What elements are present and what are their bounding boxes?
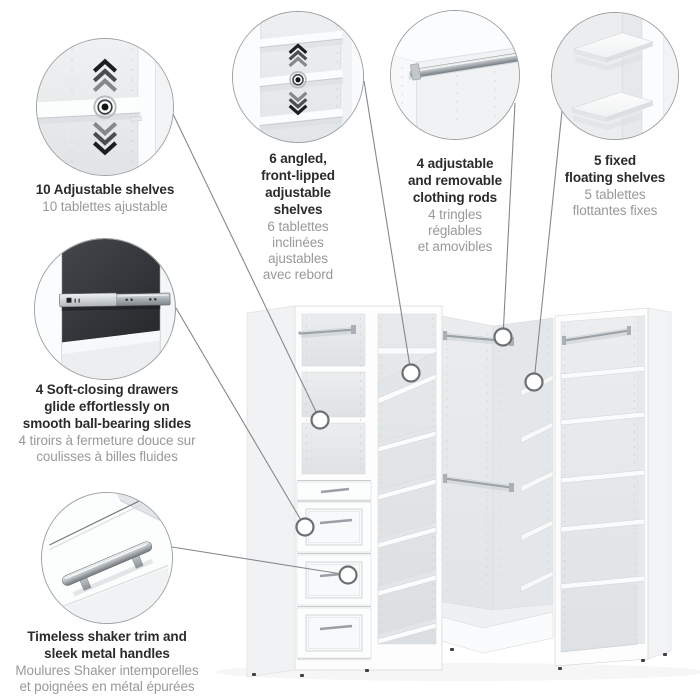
anchor-dot <box>401 363 421 383</box>
right-tower <box>554 307 672 667</box>
clothing-rod <box>562 326 631 345</box>
ball-bearing-slide <box>59 292 171 311</box>
floating-shelf <box>571 91 654 130</box>
callout-photo-drawer-slide <box>34 238 176 380</box>
leader-line <box>363 80 412 374</box>
callout-subtitle: 10 tablettes ajustable <box>42 199 168 214</box>
callout-title: 5 fixed floating shelves <box>564 153 666 185</box>
callout-photo-handle <box>41 492 173 624</box>
callout-caption-shaker-handles: Timeless shaker trim and sleek metal han… <box>0 628 217 695</box>
anchor-dot <box>493 327 513 347</box>
leader-line <box>171 546 349 576</box>
callout-title: 4 Soft-closing drawers glide effortlessl… <box>22 382 192 431</box>
clothing-rod <box>443 474 514 492</box>
chevrons-down-icon <box>288 91 308 116</box>
callout-subtitle: 4 tiroirs à fermeture douce sur coulisse… <box>18 433 196 464</box>
corner-unit <box>441 315 554 654</box>
floating-corner-shelves <box>520 374 554 593</box>
drawer-bank <box>296 480 372 660</box>
callout-photo-adjustable-shelves <box>36 38 174 176</box>
bullseye-icon <box>289 71 307 89</box>
callout-caption-clothing-rods: 4 adjustable and removable clothing rods… <box>370 155 540 255</box>
callout-photo-floating-shelves <box>551 12 679 140</box>
leader-lines <box>171 80 563 576</box>
anchor-dot <box>310 410 330 430</box>
callout-caption-angled-shelves: 6 angled, front-lipped adjustable shelve… <box>223 150 373 283</box>
angled-shelf <box>258 108 344 132</box>
chevrons-up-icon <box>288 43 308 68</box>
callout-caption-adjustable-shelves: 10 Adjustable shelves 10 tablettes ajust… <box>0 181 210 215</box>
callout-subtitle: 4 tringles réglables et amovibles <box>417 207 493 254</box>
callout-title: 4 adjustable and removable clothing rods <box>408 156 502 205</box>
anchor-dot <box>338 565 358 585</box>
callout-photo-angled-shelves <box>232 11 364 143</box>
right-tower-shelves <box>560 365 646 590</box>
chevrons-down-icon <box>92 122 118 156</box>
leader-line <box>533 110 563 383</box>
callout-subtitle: 5 tablettes flottantes fixes <box>572 187 658 218</box>
callout-title: 6 angled, front-lipped adjustable shelve… <box>261 151 335 217</box>
chevrons-up-icon <box>92 58 118 92</box>
floating-shelf <box>572 32 654 71</box>
callout-title: 10 Adjustable shelves <box>35 182 175 197</box>
callout-subtitle: Moulures Shaker intemporelles et poignée… <box>15 663 199 694</box>
clothing-rod <box>408 52 519 81</box>
shoe-shelf-column <box>377 313 437 645</box>
metal-handle <box>61 541 154 597</box>
leader-line <box>172 113 321 421</box>
leveling-feet <box>252 648 667 677</box>
anchor-dot <box>295 517 315 537</box>
callout-caption-floating-shelves: 5 fixed floating shelves 5 tablettes flo… <box>535 152 695 219</box>
leader-line <box>175 307 306 528</box>
clothing-rod <box>298 325 356 338</box>
leader-line <box>502 102 516 338</box>
anchor-dots <box>295 327 544 585</box>
callout-subtitle: 6 tablettes inclinées ajustables avec re… <box>262 219 334 282</box>
callout-title: Timeless shaker trim and sleek metal han… <box>27 629 187 661</box>
bullseye-icon <box>93 95 117 119</box>
anchor-dot <box>524 372 544 392</box>
callout-photo-clothing-rod <box>390 10 520 140</box>
callout-caption-soft-close-drawers: 4 Soft-closing drawers glide effortlessl… <box>0 381 217 465</box>
